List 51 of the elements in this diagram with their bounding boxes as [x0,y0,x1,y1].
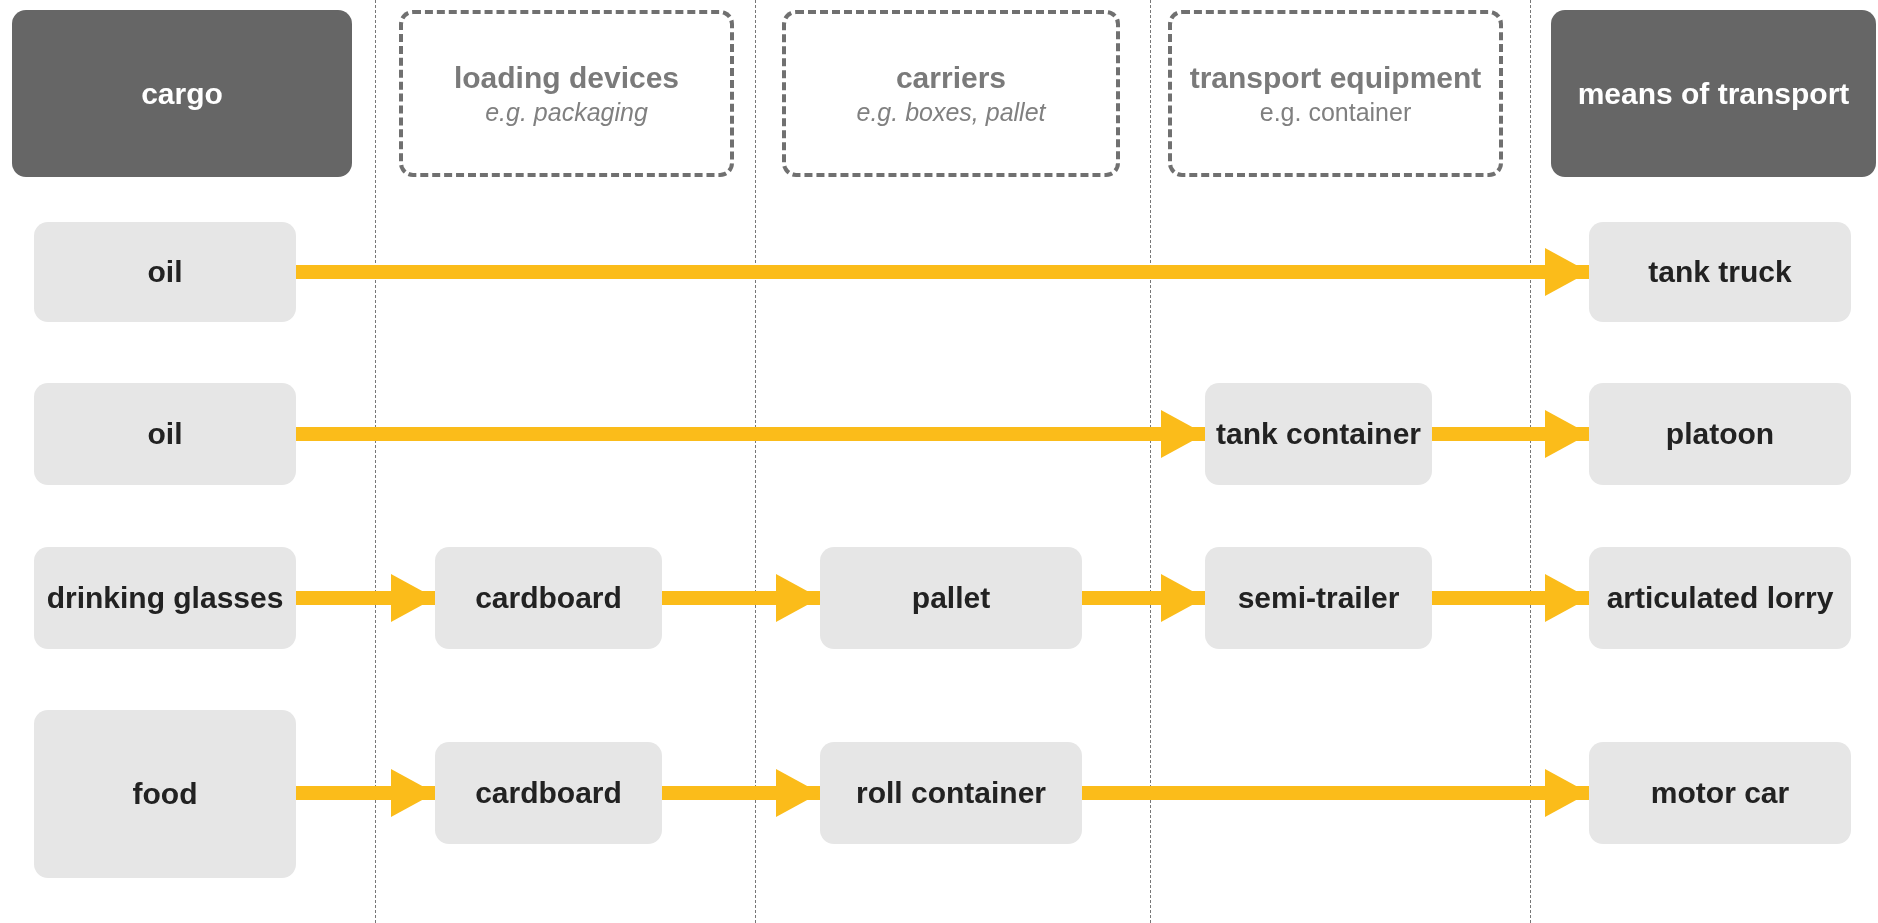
arrow [1082,574,1205,622]
arrow [296,769,435,817]
box-title: articulated lorry [1605,580,1835,617]
dashed-header-box [399,10,734,177]
process-box [1589,383,1851,485]
process-box [820,547,1082,649]
header-box [12,10,352,177]
dashed-header-box [782,10,1120,177]
box-title: cardboard [474,775,623,812]
process-box [1589,547,1851,649]
arrow [662,769,820,817]
arrow [296,248,1589,296]
box-title: cardboard [474,580,623,617]
box-title: tank container [1214,416,1423,453]
box-title: transport equipment [1188,60,1483,97]
box-title: semi-trailer [1236,580,1401,617]
box-title: cargo [140,75,224,112]
example-text: e.g. boxes, pallet [856,96,1046,128]
process-box [34,710,296,878]
box-title: loading devices [452,60,681,97]
process-box [1589,742,1851,844]
process-box [34,547,296,649]
box-title: drinking glasses [45,580,285,617]
process-box [820,742,1082,844]
example-text: e.g. packaging [485,96,648,128]
box-title: platoon [1664,416,1776,453]
process-box [34,383,296,485]
arrow [1432,410,1589,458]
box-title: food [131,776,199,813]
arrow [1432,574,1589,622]
dashed-header-box [1168,10,1503,177]
box-title: carriers [894,60,1008,97]
box-title: means of transport [1576,75,1851,112]
header-box [1551,10,1876,177]
box-title: roll container [854,775,1047,812]
box-title: oil [146,254,184,291]
box-title: motor car [1649,775,1791,812]
process-box [435,742,662,844]
box-title: pallet [910,580,992,617]
process-box [34,222,296,322]
box-title: tank truck [1647,254,1793,291]
arrow [1082,769,1589,817]
process-box [1205,547,1432,649]
process-box [435,547,662,649]
box-title: oil [146,416,184,453]
process-box [1589,222,1851,322]
arrow [662,574,820,622]
arrow [296,410,1205,458]
example-text: e.g. container [1259,96,1412,128]
arrow [296,574,435,622]
process-box [1205,383,1432,485]
